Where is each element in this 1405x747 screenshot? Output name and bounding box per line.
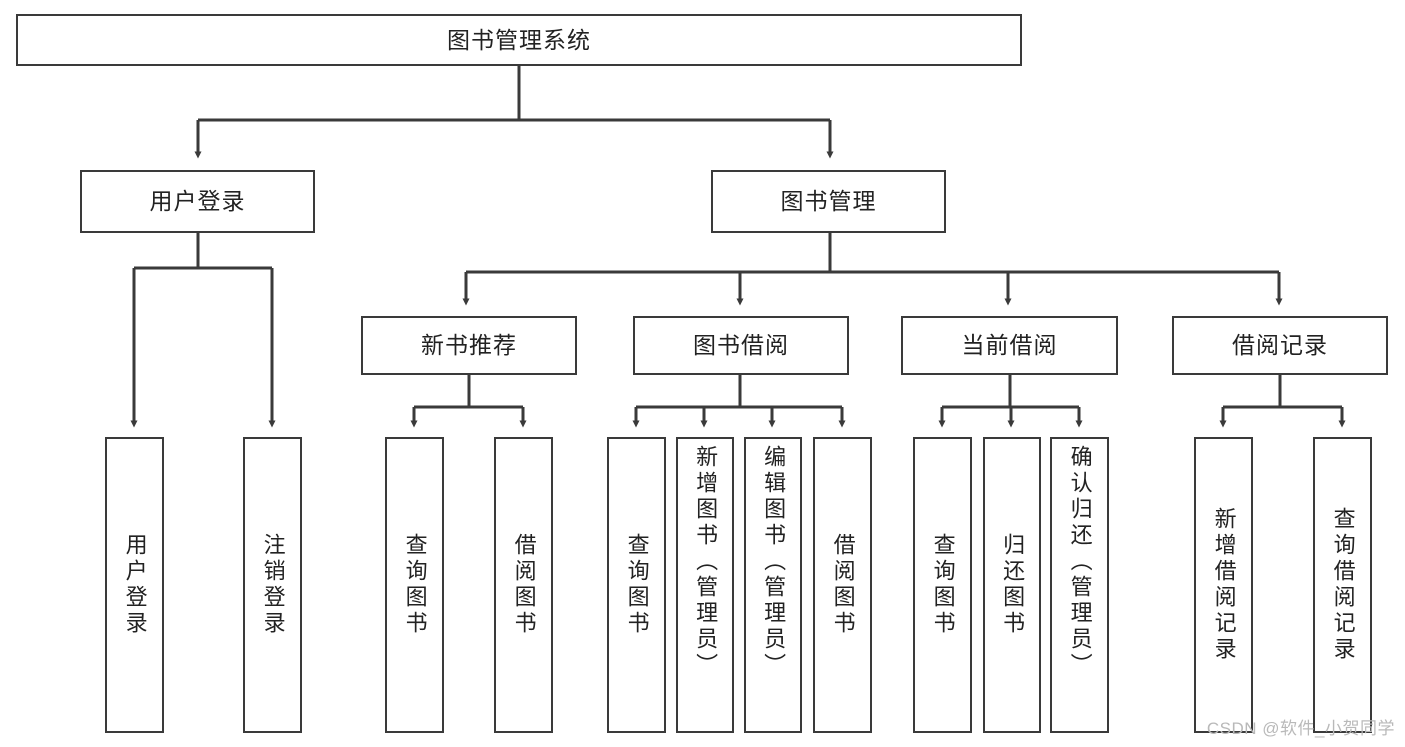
node-leaf-edit-book-label: 编辑图书（管理员） [761, 445, 787, 679]
node-leaf-add-record-label: 新增借阅记录 [1211, 507, 1237, 663]
node-leaf-user-login-label: 用户登录 [122, 533, 148, 637]
node-new-book-recommend-label: 新书推荐 [421, 332, 517, 359]
node-borrow-record-label: 借阅记录 [1232, 332, 1328, 359]
node-user-login-label: 用户登录 [149, 188, 246, 215]
node-leaf-return-book[interactable]: 归还图书 [983, 437, 1041, 733]
node-leaf-query-book-3[interactable]: 查询图书 [913, 437, 972, 733]
node-borrow-record[interactable]: 借阅记录 [1172, 316, 1388, 375]
node-leaf-borrow-book-2[interactable]: 借阅图书 [813, 437, 872, 733]
node-leaf-return-book-label: 归还图书 [1000, 533, 1026, 637]
node-leaf-borrow-book-2-label: 借阅图书 [830, 533, 856, 637]
node-current-borrow[interactable]: 当前借阅 [901, 316, 1118, 375]
node-leaf-user-login[interactable]: 用户登录 [105, 437, 164, 733]
node-leaf-logout-login[interactable]: 注销登录 [243, 437, 302, 733]
node-leaf-confirm-return[interactable]: 确认归还（管理员） [1050, 437, 1109, 733]
node-leaf-query-book-1-label: 查询图书 [402, 533, 428, 637]
node-book-borrow[interactable]: 图书借阅 [633, 316, 849, 375]
node-leaf-borrow-book-1[interactable]: 借阅图书 [494, 437, 553, 733]
node-leaf-borrow-book-1-label: 借阅图书 [511, 533, 537, 637]
node-leaf-add-book-label: 新增图书（管理员） [693, 445, 719, 679]
node-root[interactable]: 图书管理系统 [16, 14, 1022, 66]
node-leaf-confirm-return-label: 确认归还（管理员） [1067, 445, 1093, 679]
node-leaf-add-record[interactable]: 新增借阅记录 [1194, 437, 1253, 733]
node-current-borrow-label: 当前借阅 [961, 332, 1058, 359]
node-leaf-add-book[interactable]: 新增图书（管理员） [676, 437, 734, 733]
node-leaf-query-book-1[interactable]: 查询图书 [385, 437, 444, 733]
node-leaf-query-record-label: 查询借阅记录 [1330, 507, 1356, 663]
node-root-label: 图书管理系统 [447, 26, 591, 53]
node-book-manage-label: 图书管理 [780, 188, 877, 215]
node-book-manage[interactable]: 图书管理 [711, 170, 946, 233]
node-leaf-query-book-3-label: 查询图书 [930, 533, 956, 637]
node-leaf-edit-book[interactable]: 编辑图书（管理员） [744, 437, 802, 733]
node-leaf-query-book-2[interactable]: 查询图书 [607, 437, 666, 733]
node-leaf-query-record[interactable]: 查询借阅记录 [1313, 437, 1372, 733]
node-leaf-logout-login-label: 注销登录 [260, 533, 286, 637]
node-leaf-query-book-2-label: 查询图书 [624, 533, 650, 637]
node-new-book-recommend[interactable]: 新书推荐 [361, 316, 577, 375]
node-book-borrow-label: 图书借阅 [693, 332, 789, 359]
node-user-login[interactable]: 用户登录 [80, 170, 315, 233]
